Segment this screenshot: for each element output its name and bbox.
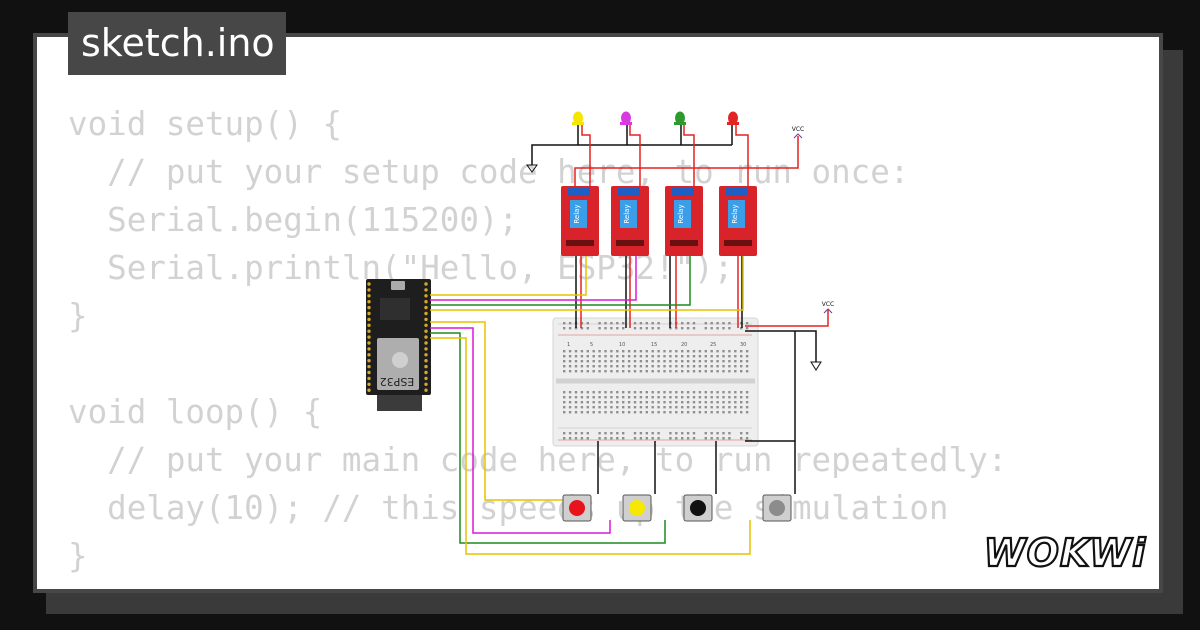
breadboard-col-number: 10 xyxy=(619,342,625,348)
code-line: Serial.println("Hello, ESP32!"); xyxy=(68,249,734,287)
filename-tab[interactable]: sketch.ino xyxy=(68,12,286,75)
relay-label: Relay xyxy=(623,204,631,223)
code-line: Serial.begin(115200); xyxy=(68,201,519,239)
breadboard-col-number: 20 xyxy=(681,342,687,348)
code-line: } xyxy=(68,297,88,335)
relay-module[interactable]: Relay xyxy=(665,186,703,256)
code-line: void setup() { xyxy=(68,105,342,143)
ground-symbol xyxy=(810,361,822,371)
relay-module[interactable]: Relay xyxy=(561,186,599,256)
relay-module[interactable]: Relay xyxy=(719,186,757,256)
relay-label: Relay xyxy=(731,204,739,223)
vcc-symbol: VCC xyxy=(792,126,804,139)
breadboard-col-number: 25 xyxy=(710,342,716,348)
push-button-black[interactable] xyxy=(683,494,713,522)
push-button-gray[interactable] xyxy=(762,494,792,522)
code-line: // put your setup code here, to run once… xyxy=(68,153,910,191)
breadboard-col-number: 30 xyxy=(740,342,746,348)
esp32-label: ESP32 xyxy=(380,375,415,388)
vcc-symbol: VCC xyxy=(822,301,834,314)
led-magenta[interactable] xyxy=(620,111,632,126)
relay-label: Relay xyxy=(677,204,685,223)
breadboard-col-number: 5 xyxy=(590,342,593,348)
code-line: // put your main code here, to run repea… xyxy=(68,441,1008,479)
breadboard-col-number: 1 xyxy=(567,342,570,348)
wires xyxy=(430,125,829,555)
breadboard-col-number: 15 xyxy=(651,342,657,348)
preview-card xyxy=(33,33,1163,593)
vcc-label: VCC xyxy=(792,126,804,133)
relay-label: Relay xyxy=(573,204,581,223)
circuit-diagram[interactable]: 1 5 10 15 20 25 30 ESP32 Relay Relay xyxy=(360,100,840,570)
push-button-yellow[interactable] xyxy=(622,494,652,522)
breadboard[interactable]: 1 5 10 15 20 25 30 xyxy=(552,317,759,447)
usb-port xyxy=(391,281,405,290)
led-green[interactable] xyxy=(674,111,686,126)
vcc-label: VCC xyxy=(822,301,834,308)
led-yellow[interactable] xyxy=(572,111,584,126)
esp32-board[interactable]: ESP32 xyxy=(366,279,431,411)
led-red[interactable] xyxy=(727,111,739,126)
wokwi-logo-text: WOKWi xyxy=(984,531,1147,575)
wokwi-logo: WOKWi xyxy=(983,530,1147,576)
code-line: } xyxy=(68,537,88,575)
relay-module[interactable]: Relay xyxy=(611,186,649,256)
ground-symbol xyxy=(526,164,538,173)
code-line: void loop() { xyxy=(68,393,323,431)
push-button-red[interactable] xyxy=(562,494,592,522)
